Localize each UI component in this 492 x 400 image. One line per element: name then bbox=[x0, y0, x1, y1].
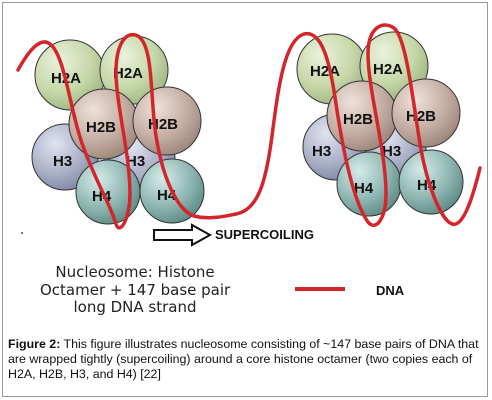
left-h4-ball: H4 bbox=[75, 159, 141, 225]
note-line: long DNA strand bbox=[73, 298, 197, 316]
figure-frame bbox=[2, 2, 488, 397]
histone-label: H2A bbox=[373, 61, 403, 78]
stray-dot bbox=[21, 232, 23, 234]
note-line: Nucleosome: Histone bbox=[55, 263, 215, 281]
histone-label: H2B bbox=[406, 108, 436, 125]
histone-label: H3 bbox=[382, 143, 401, 160]
note-line: Octamer + 147 base pair bbox=[40, 280, 231, 299]
dna-strand bbox=[16, 23, 482, 230]
right-octamer: H3 H3 H2A H2A H2B H2B H4 H4 bbox=[296, 31, 464, 217]
supercoiling-label: SUPERCOILING bbox=[215, 227, 314, 242]
right-h4-ball-2: H4 bbox=[398, 149, 464, 215]
nucleosome-note: Nucleosome: Histone Octamer + 147 base p… bbox=[40, 263, 231, 317]
right-h2b-ball-2: H2B bbox=[391, 78, 461, 148]
histone-label: H3 bbox=[126, 153, 145, 170]
left-h2b-ball-2: H2B bbox=[132, 86, 202, 156]
nucleosome-diagram: H3 H3 H2A H2A H2B H2B H4 H4 bbox=[16, 23, 482, 291]
dna-legend-label: DNA bbox=[376, 283, 405, 298]
caption-lead: Figure 2: bbox=[8, 337, 61, 351]
supercoiling-arrow bbox=[153, 223, 213, 247]
histone-label: H2B bbox=[86, 119, 116, 136]
histone-label: H2B bbox=[343, 111, 373, 128]
left-h2b-ball: H2B bbox=[68, 88, 140, 160]
caption-text: This figure illustrates nucleosome consi… bbox=[8, 337, 479, 381]
figure-caption: Figure 2: This figure illustrates nucleo… bbox=[8, 337, 484, 382]
histone-label: H4 bbox=[354, 180, 374, 197]
histone-label: H3 bbox=[312, 143, 331, 160]
histone-label: H3 bbox=[53, 153, 72, 170]
histone-label: H2A bbox=[310, 63, 340, 80]
histone-label: H2A bbox=[113, 65, 143, 82]
